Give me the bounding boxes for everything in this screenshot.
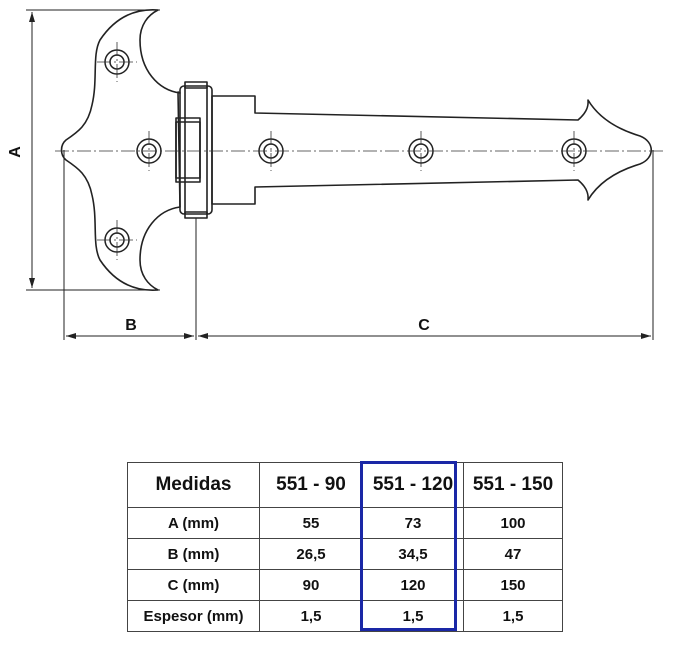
row-label: A (mm) (127, 507, 260, 539)
table-row: Espesor (mm) 1,5 1,5 1,5 (127, 600, 563, 632)
table-cell: 90 (259, 569, 363, 601)
table-cell: 150 (463, 569, 563, 601)
table-row: B (mm) 26,5 34,5 47 (127, 538, 563, 570)
table-cell: 26,5 (259, 538, 363, 570)
header-medidas: Medidas (127, 462, 260, 508)
table-cell: 100 (463, 507, 563, 539)
table-cell: 1,5 (362, 600, 464, 632)
table-cell: 120 (362, 569, 464, 601)
row-label: C (mm) (127, 569, 260, 601)
header-model-551-120: 551 - 120 (362, 462, 464, 508)
header-model-551-150: 551 - 150 (463, 462, 563, 508)
table-cell: 47 (463, 538, 563, 570)
row-label: B (mm) (127, 538, 260, 570)
hinge-left-leaf (60, 9, 181, 291)
table-cell: 1,5 (463, 600, 563, 632)
dimension-label-a: A (7, 146, 24, 158)
table-cell: 73 (362, 507, 464, 539)
measurements-table: Medidas 551 - 90 551 - 120 551 - 150 A (… (127, 462, 563, 632)
table-cell: 34,5 (362, 538, 464, 570)
table-row: A (mm) 55 73 100 (127, 507, 563, 539)
table-cell: 55 (259, 507, 363, 539)
table-header-row: Medidas 551 - 90 551 - 120 551 - 150 (127, 462, 563, 508)
hinge-strap (211, 95, 653, 205)
table-cell: 1,5 (259, 600, 363, 632)
dimension-label-c: C (418, 317, 430, 334)
t-hinge-drawing: A B C (7, 9, 665, 340)
row-label: Espesor (mm) (127, 600, 260, 632)
table-row: C (mm) 90 120 150 (127, 569, 563, 601)
dimension-label-b: B (125, 317, 137, 334)
header-model-551-90: 551 - 90 (259, 462, 363, 508)
